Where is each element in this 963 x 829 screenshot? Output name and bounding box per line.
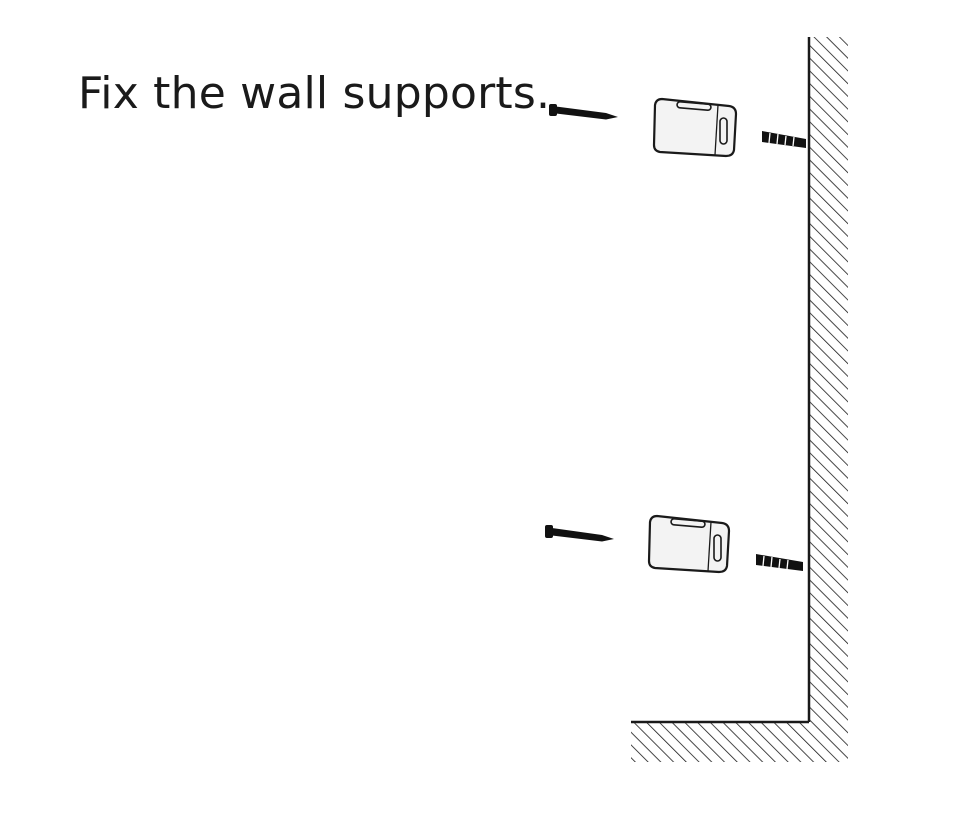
wall [631, 37, 848, 762]
wall-hatching [631, 37, 848, 762]
wall-plug-icon [756, 554, 803, 571]
screw-icon [545, 525, 614, 542]
instruction-caption: Fix the wall supports. [78, 68, 551, 119]
lower-assembly [545, 514, 803, 574]
upper-assembly [549, 97, 806, 158]
screw-icon [549, 104, 618, 120]
wall-plug-icon [762, 131, 806, 148]
wall-support-icon [652, 97, 738, 158]
wall-support-icon [647, 514, 731, 574]
